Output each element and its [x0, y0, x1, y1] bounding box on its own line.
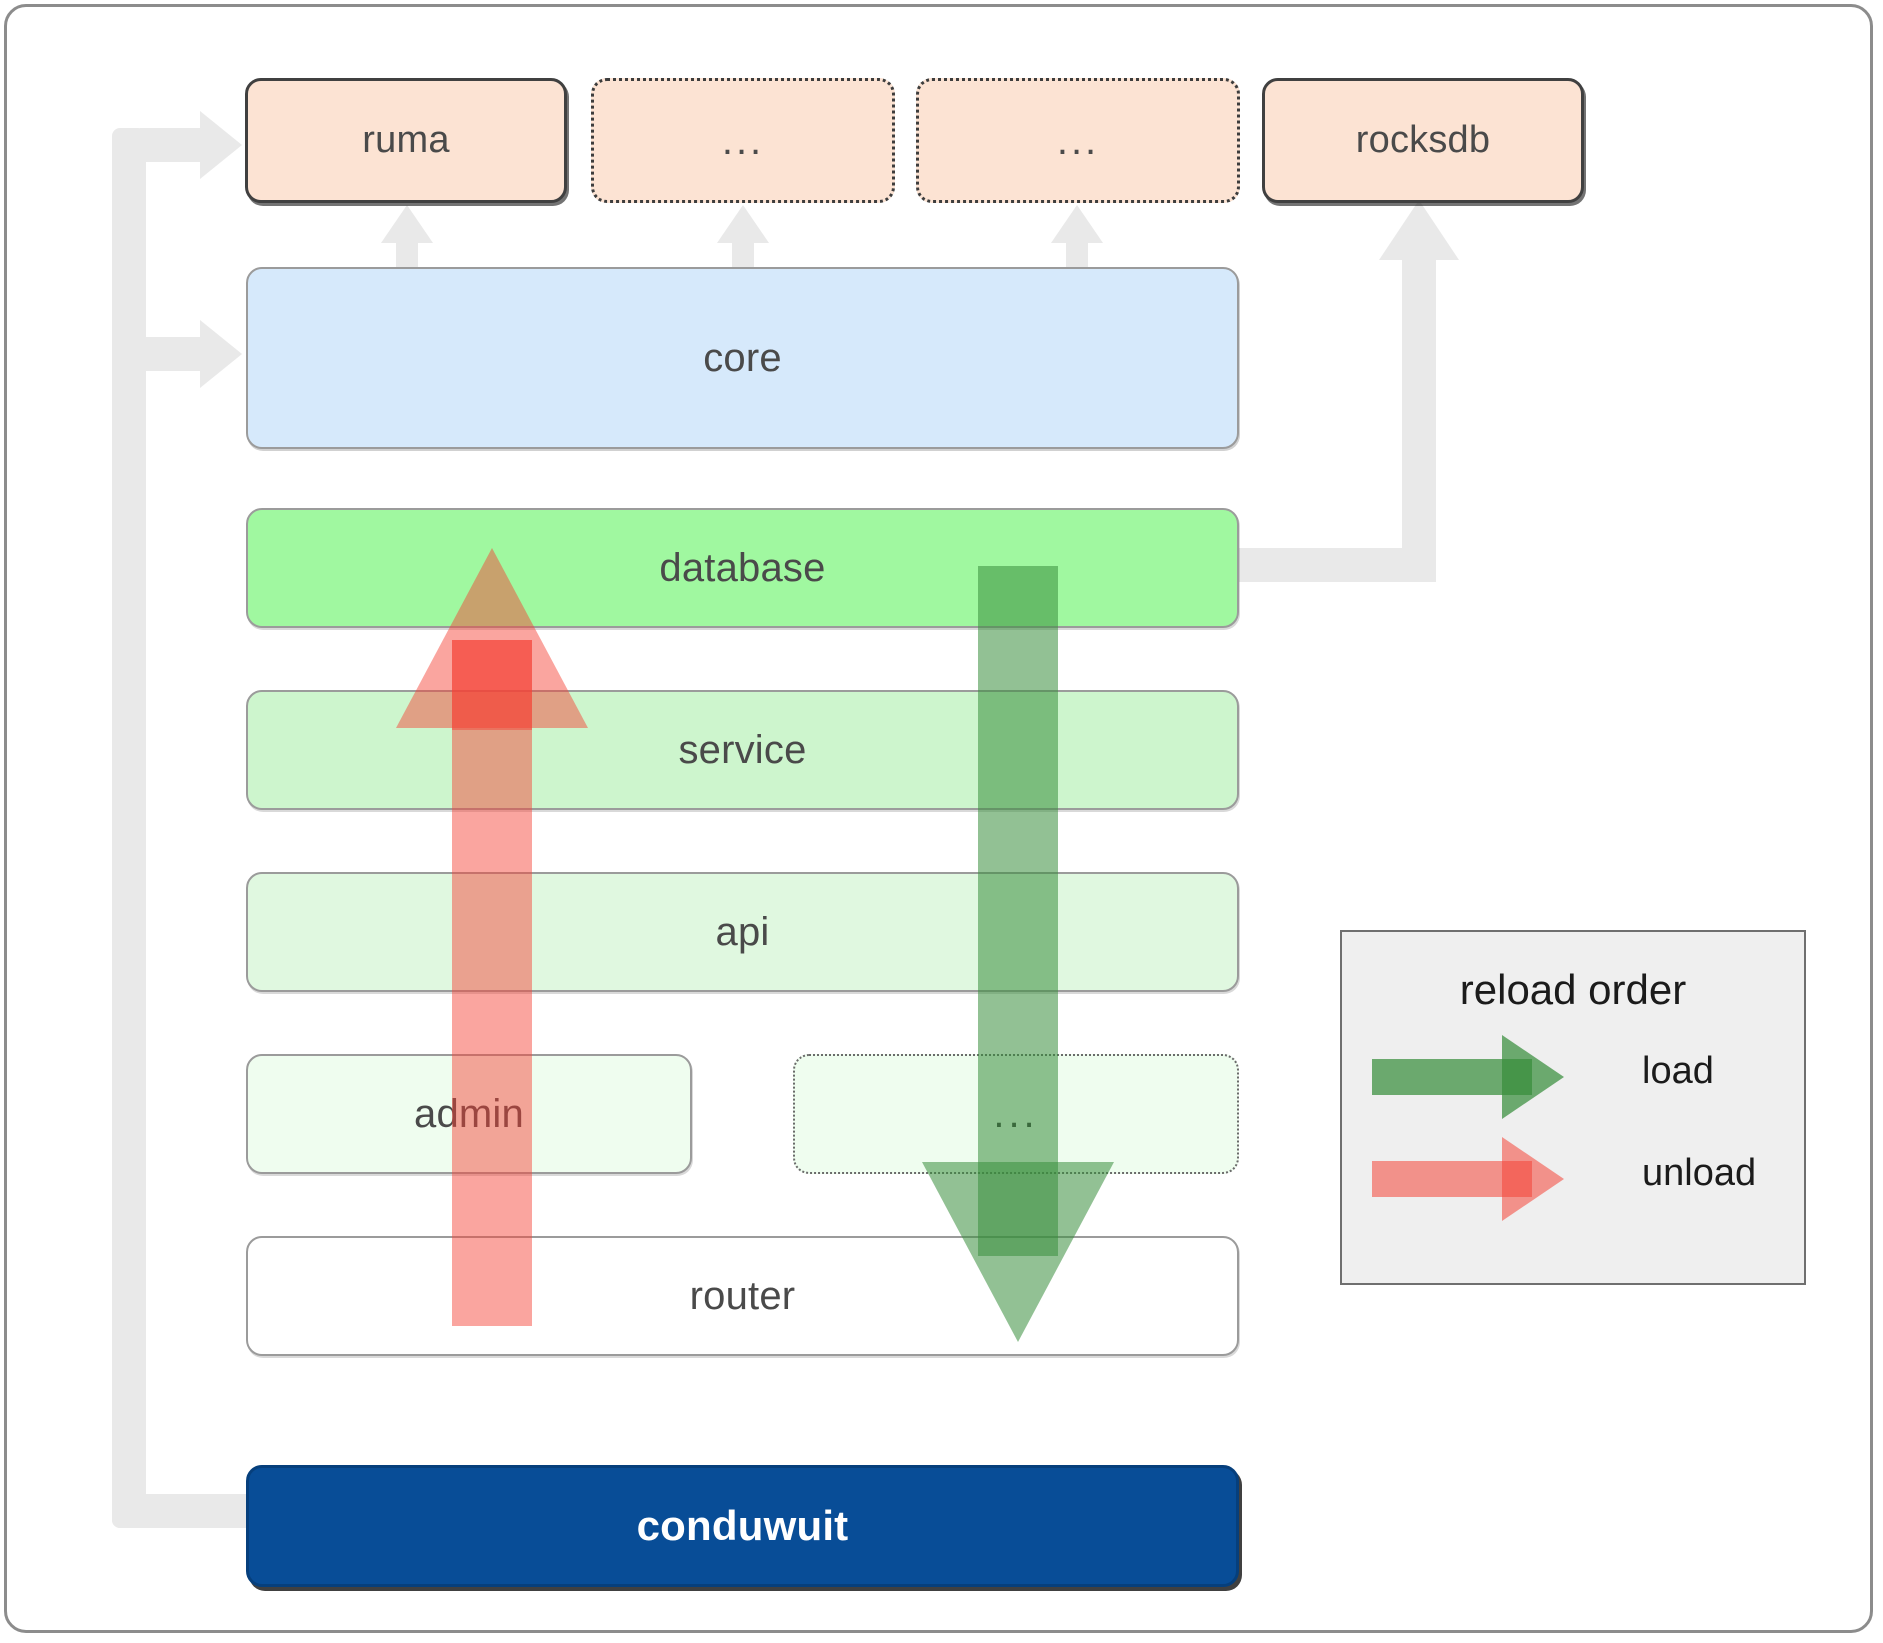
dependency-label-more-2: ...	[1056, 118, 1100, 163]
dependency-box-more-2[interactable]: ...	[916, 78, 1240, 203]
diagram-frame	[4, 4, 1873, 1633]
binary-label-conduwuit: conduwuit	[636, 1502, 849, 1549]
legend-unload-arrow-icon	[1502, 1137, 1564, 1221]
dependency-box-ruma[interactable]: ruma	[245, 78, 567, 203]
grey-arrowhead-rocksdb	[1379, 200, 1459, 260]
crate-label-router: router	[689, 1273, 796, 1318]
dependency-box-more-1[interactable]: ...	[591, 78, 895, 203]
grey-arrowhead-ruma	[200, 111, 242, 179]
crate-label-service: service	[678, 727, 807, 772]
load-arrow-shaft	[978, 566, 1058, 1256]
core-dep-arrow-2-icon	[717, 205, 769, 243]
core-box[interactable]: core	[246, 267, 1239, 449]
legend-load-label: load	[1642, 1050, 1714, 1092]
crate-box-admin[interactable]: admin	[246, 1054, 692, 1174]
crate-label-api: api	[715, 909, 770, 954]
legend-panel: reload order load unload	[1340, 930, 1806, 1285]
legend-load-arrow-icon	[1502, 1035, 1564, 1119]
grey-database-to-rocksdb-horizontal	[1238, 548, 1418, 582]
crate-box-api[interactable]: api	[246, 872, 1239, 992]
grey-database-to-rocksdb-vertical	[1402, 245, 1436, 582]
unload-arrow-head-icon	[396, 548, 588, 728]
dependency-label-rocksdb: rocksdb	[1355, 119, 1491, 161]
dependency-label-ruma: ruma	[362, 119, 450, 161]
grey-trunk-bottom	[112, 1494, 252, 1528]
dependency-label-more-1: ...	[721, 118, 765, 163]
legend-title: reload order	[1459, 966, 1687, 1013]
core-dep-arrow-3-icon	[1051, 205, 1103, 243]
unload-arrow-shaft	[452, 640, 532, 1326]
load-arrow-head-icon	[922, 1162, 1114, 1342]
grey-arrowhead-core	[200, 320, 242, 388]
crate-label-database: database	[659, 545, 826, 590]
binary-box-conduwuit[interactable]: conduwuit	[246, 1465, 1239, 1587]
core-dep-arrow-1-icon	[381, 205, 433, 243]
legend-unload-label: unload	[1642, 1152, 1757, 1194]
core-label: core	[703, 335, 782, 380]
dependency-box-rocksdb[interactable]: rocksdb	[1262, 78, 1584, 203]
crate-box-service[interactable]: service	[246, 690, 1239, 810]
unload-arrow-notch	[452, 640, 532, 730]
crate-box-database[interactable]: database	[246, 508, 1239, 628]
